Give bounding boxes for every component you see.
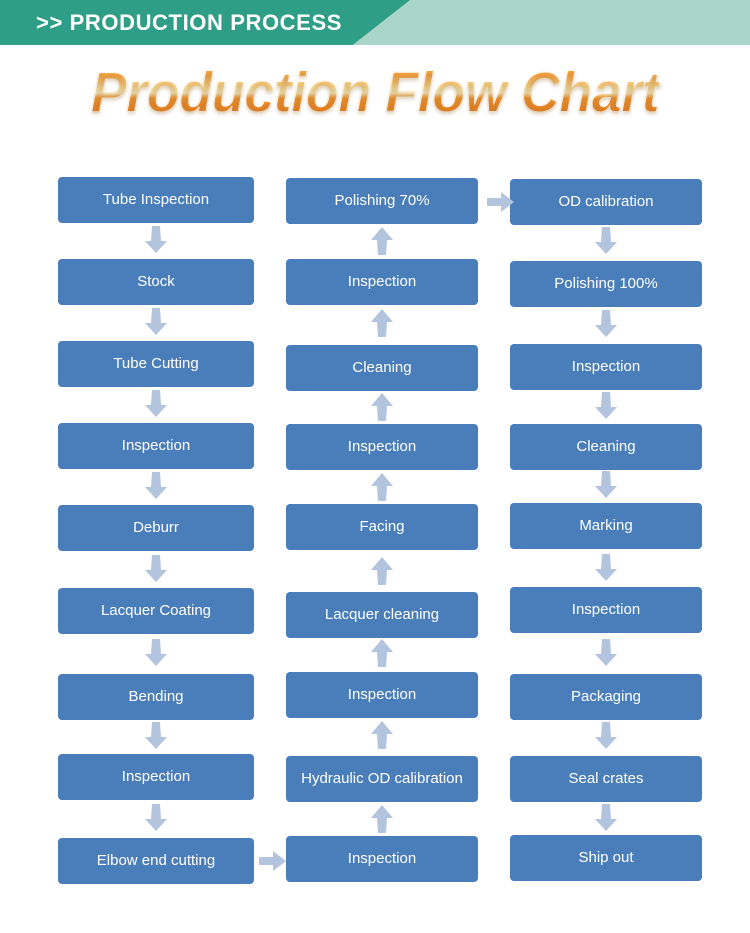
- flow-node-packaging[interactable]: Packaging: [510, 674, 702, 720]
- banner-label: >> PRODUCTION PROCESS: [36, 10, 342, 35]
- flow-node-polishing-100[interactable]: Polishing 100%: [510, 261, 702, 307]
- arrow-down-icon: [141, 390, 171, 418]
- arrow-down-icon: [591, 554, 621, 582]
- flow-node-marking[interactable]: Marking: [510, 503, 702, 549]
- arrow-down-icon: [141, 308, 171, 336]
- arrow-down-icon: [141, 555, 171, 583]
- arrow-up-icon: [367, 226, 397, 255]
- arrow-right-icon-elbow-to-inspection: [259, 849, 287, 873]
- flow-node-lacquer-cleaning[interactable]: Lacquer cleaning: [286, 592, 478, 638]
- flow-node-ship-out[interactable]: Ship out: [510, 835, 702, 881]
- flow-node-cleaning-1[interactable]: Cleaning: [286, 345, 478, 391]
- flow-node-inspection-4[interactable]: Inspection: [286, 424, 478, 470]
- arrow-down-icon: [141, 639, 171, 667]
- arrow-down-icon: [591, 310, 621, 338]
- flow-node-lacquer-coating[interactable]: Lacquer Coating: [58, 588, 254, 634]
- flow-node-facing[interactable]: Facing: [286, 504, 478, 550]
- arrow-down-icon: [591, 392, 621, 420]
- arrow-down-icon: [591, 804, 621, 832]
- arrow-up-icon: [367, 804, 397, 833]
- flow-node-hydraulic-od-calibration[interactable]: Hydraulic OD calibration: [286, 756, 478, 802]
- flow-node-seal-crates[interactable]: Seal crates: [510, 756, 702, 802]
- arrow-down-icon: [141, 226, 171, 254]
- arrow-down-icon: [591, 722, 621, 750]
- arrow-down-icon: [141, 804, 171, 832]
- flow-node-stock[interactable]: Stock: [58, 259, 254, 305]
- flow-node-inspection-8[interactable]: Inspection: [510, 587, 702, 633]
- flow-node-inspection-3[interactable]: Inspection: [286, 259, 478, 305]
- flow-node-inspection-6[interactable]: Inspection: [286, 836, 478, 882]
- arrow-up-icon: [367, 638, 397, 667]
- flow-node-elbow-end-cutting[interactable]: Elbow end cutting: [58, 838, 254, 884]
- arrow-up-icon: [367, 308, 397, 337]
- flow-node-tube-cutting[interactable]: Tube Cutting: [58, 341, 254, 387]
- arrow-up-icon: [367, 556, 397, 585]
- arrow-up-icon: [367, 392, 397, 421]
- arrow-down-icon: [141, 722, 171, 750]
- flow-node-cleaning-2[interactable]: Cleaning: [510, 424, 702, 470]
- arrow-up-icon: [367, 472, 397, 501]
- flow-node-deburr[interactable]: Deburr: [58, 505, 254, 551]
- flow-node-inspection-5[interactable]: Inspection: [286, 672, 478, 718]
- flow-node-inspection-7[interactable]: Inspection: [510, 344, 702, 390]
- flow-node-tube-inspection[interactable]: Tube Inspection: [58, 177, 254, 223]
- arrow-down-icon: [591, 471, 621, 499]
- flow-node-od-calibration[interactable]: OD calibration: [510, 179, 702, 225]
- page-title: Production Flow Chart: [90, 61, 660, 125]
- flow-node-bending[interactable]: Bending: [58, 674, 254, 720]
- flow-node-inspection-2[interactable]: Inspection: [58, 754, 254, 800]
- banner-dark-shape: [0, 0, 410, 45]
- arrow-down-icon: [141, 472, 171, 500]
- arrow-down-icon: [591, 227, 621, 255]
- page-title-wrap: Production Flow Chart: [0, 61, 750, 125]
- production-process-banner: >> PRODUCTION PROCESS: [0, 0, 750, 45]
- arrow-right-icon-polishing-to-od: [487, 190, 515, 214]
- arrow-up-icon: [367, 720, 397, 749]
- arrow-down-icon: [591, 639, 621, 667]
- flow-node-polishing-70[interactable]: Polishing 70%: [286, 178, 478, 224]
- flow-node-inspection-1[interactable]: Inspection: [58, 423, 254, 469]
